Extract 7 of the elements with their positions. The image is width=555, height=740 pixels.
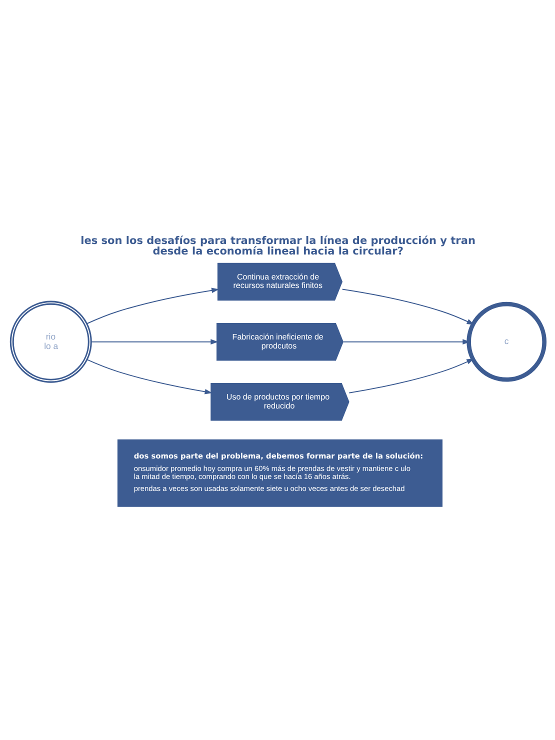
diagram-title: les son los desafíos para transformar la línea de producción y tran desde la economía lineal hacia la circular?: [80, 234, 476, 258]
arrow: [348, 358, 474, 394]
arrow: [90, 339, 218, 344]
node-circle: rio lo a: [10, 300, 92, 383]
arrow: [86, 288, 220, 324]
arrow: [342, 288, 474, 325]
arrow: [86, 359, 212, 394]
